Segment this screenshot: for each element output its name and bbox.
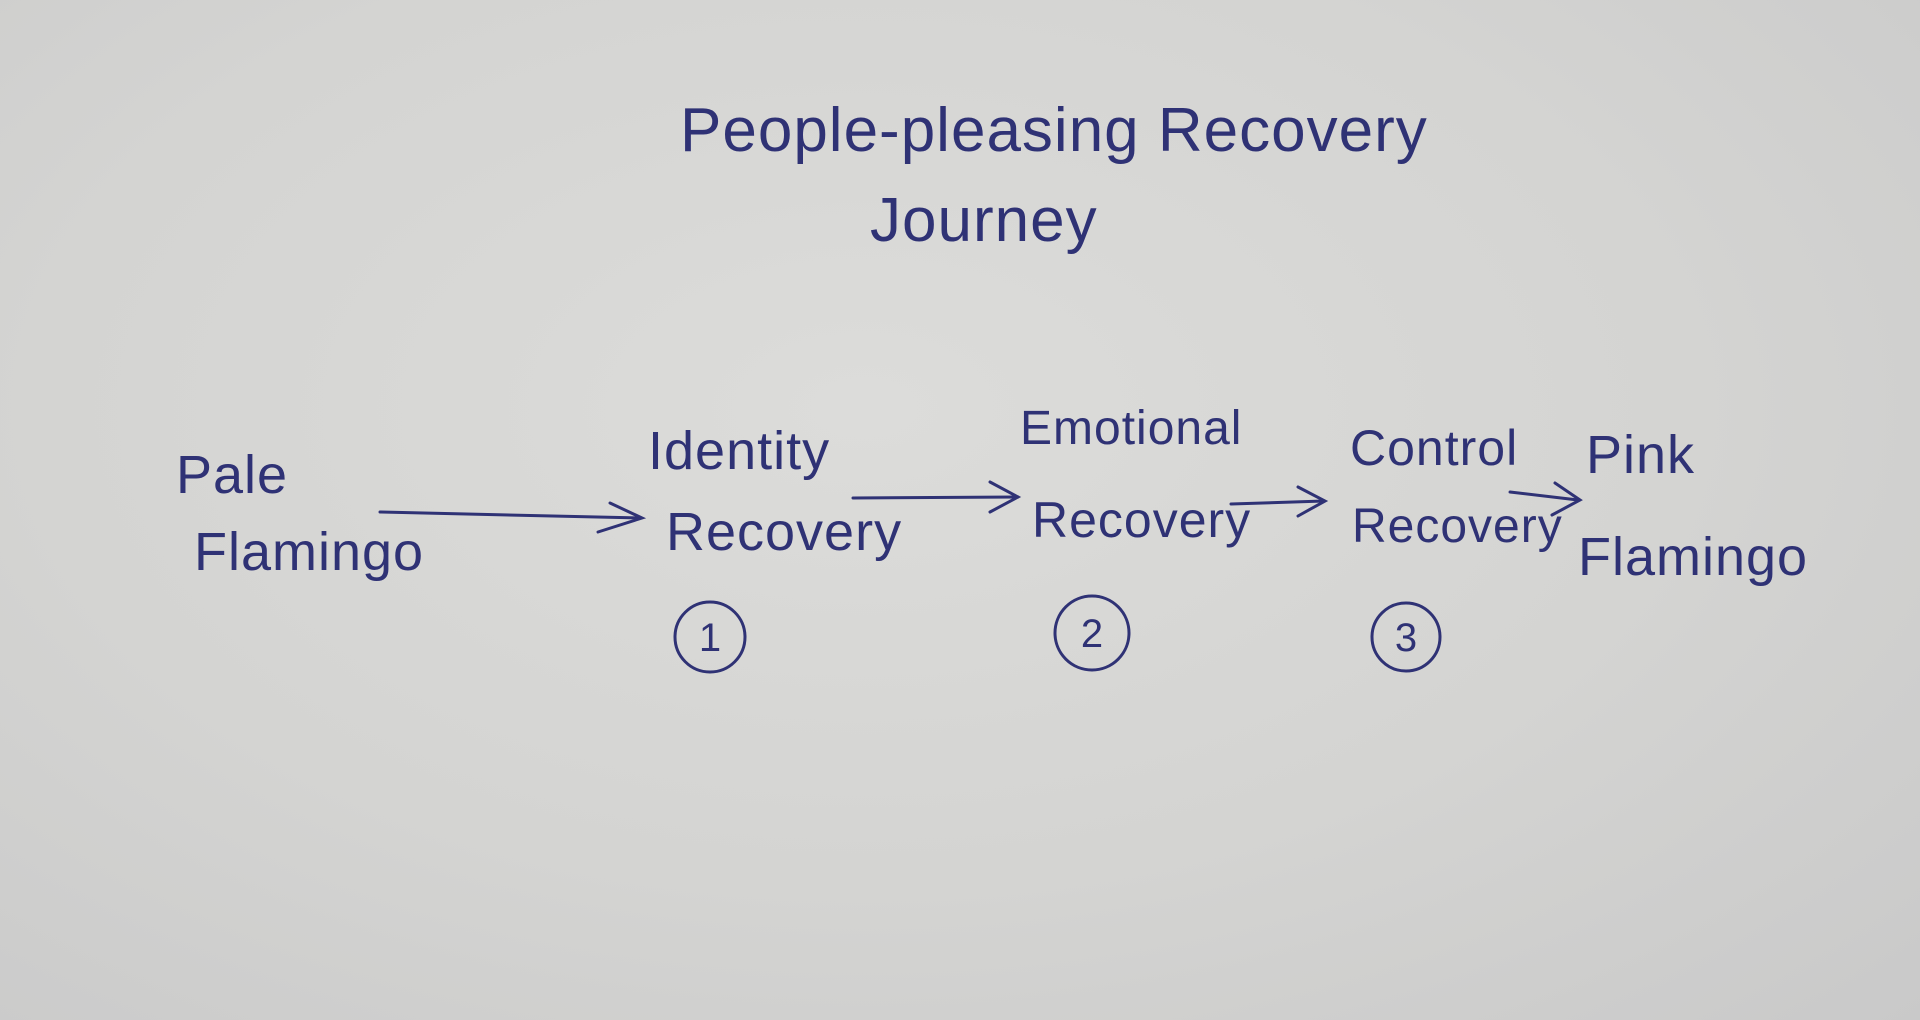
arrow-identity-to-emotional xyxy=(851,480,1022,514)
node-pale-label-1: Pale xyxy=(176,445,289,505)
node-control-label-2: Recovery xyxy=(1352,500,1563,553)
node-pink-label-1: Pink xyxy=(1586,425,1696,485)
diagram-title-line2: Journey xyxy=(870,186,1098,255)
step-circle-3 xyxy=(1370,601,1442,673)
arrow-control-to-pink xyxy=(1508,481,1583,517)
node-identity-label-2: Recovery xyxy=(666,502,903,562)
step-number-2: 2 xyxy=(1081,612,1103,656)
arrow-emotional-to-control xyxy=(1229,485,1329,518)
diagram-title-line1: People-pleasing Recovery xyxy=(680,96,1428,165)
node-identity-label-1: Identity xyxy=(648,421,831,481)
step-circle-1 xyxy=(673,600,747,674)
node-pink-label-2: Flamingo xyxy=(1578,527,1809,587)
arrow-pale-to-identity xyxy=(378,501,647,534)
node-pale-label-2: Flamingo xyxy=(194,522,425,582)
step-number-3: 3 xyxy=(1395,616,1417,660)
node-emotional-label-1: Emotional xyxy=(1020,402,1243,455)
node-emotional-label-2: Recovery xyxy=(1032,492,1252,548)
node-control-label-1: Control xyxy=(1350,420,1519,476)
step-number-1: 1 xyxy=(699,616,721,660)
step-circle-2 xyxy=(1053,594,1131,672)
